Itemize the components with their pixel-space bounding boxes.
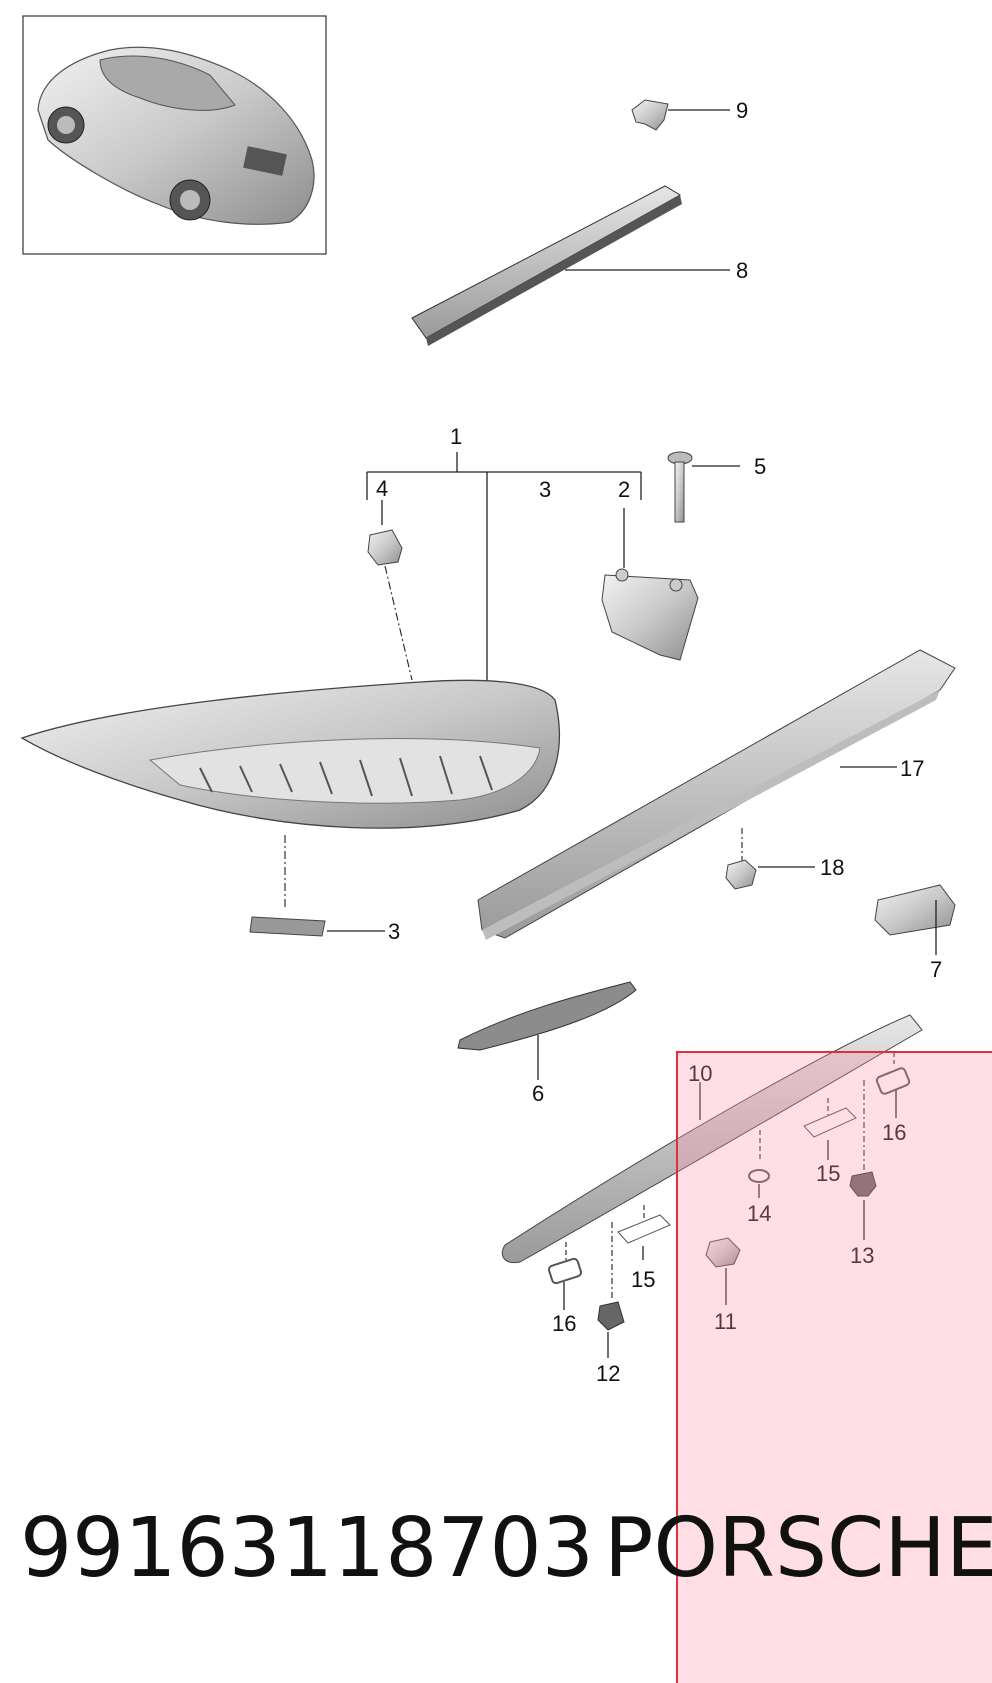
highlight-overlay xyxy=(676,1051,992,1683)
part-15-tape-right xyxy=(803,1107,857,1160)
callout-1: 1 xyxy=(450,424,462,449)
part-number: 99163118703 xyxy=(20,1501,594,1596)
car-body-icon xyxy=(37,46,315,225)
part-13-push-rivet xyxy=(849,1171,877,1240)
callout-4: 4 xyxy=(376,476,388,501)
part-12-clip xyxy=(597,1301,625,1358)
part-9-clip xyxy=(631,99,730,131)
part-1-tail-lamp xyxy=(20,679,561,910)
callout-10: 10 xyxy=(688,1061,712,1086)
callout-16-left: 16 xyxy=(552,1311,576,1336)
part-16-pad-left xyxy=(547,1257,583,1310)
brand-name: PORSCHE xyxy=(604,1501,992,1596)
callout-13: 13 xyxy=(850,1243,874,1268)
callout-17: 17 xyxy=(900,756,924,781)
part-7-socket xyxy=(874,884,956,955)
callout-1-bracket xyxy=(366,452,642,692)
part-15-tape-left xyxy=(617,1214,671,1260)
part-16-pad-right xyxy=(875,1067,911,1118)
callout-14: 14 xyxy=(747,1201,771,1226)
callout-18: 18 xyxy=(820,855,844,880)
callout-6: 6 xyxy=(532,1081,544,1106)
callout-15-left: 15 xyxy=(631,1267,655,1292)
part-8-bar xyxy=(411,185,730,346)
callout-8: 8 xyxy=(736,258,748,283)
callout-16-right: 16 xyxy=(882,1120,906,1145)
part-17-light-strip xyxy=(477,649,956,940)
callout-11: 11 xyxy=(714,1309,737,1334)
part-18-nut xyxy=(725,859,815,890)
part-6-reflector xyxy=(457,981,637,1080)
part-5-bolt xyxy=(667,451,740,523)
part-10-trim-bar xyxy=(501,1014,923,1298)
part-3-seal-strip xyxy=(249,916,385,937)
callout-5: 5 xyxy=(754,454,766,479)
part-2-bracket xyxy=(601,508,699,661)
callout-12: 12 xyxy=(596,1361,620,1386)
part-14-washer xyxy=(748,1169,770,1198)
callout-7: 7 xyxy=(930,957,942,982)
vehicle-thumbnail xyxy=(22,15,327,255)
callout-15-right: 15 xyxy=(816,1161,840,1186)
part-11-nut xyxy=(705,1237,741,1305)
callout-2: 2 xyxy=(618,477,630,502)
callout-3-group: 3 xyxy=(539,477,551,502)
part-4-grommet xyxy=(367,500,413,681)
callout-9: 9 xyxy=(736,98,748,123)
callout-3: 3 xyxy=(388,919,400,944)
